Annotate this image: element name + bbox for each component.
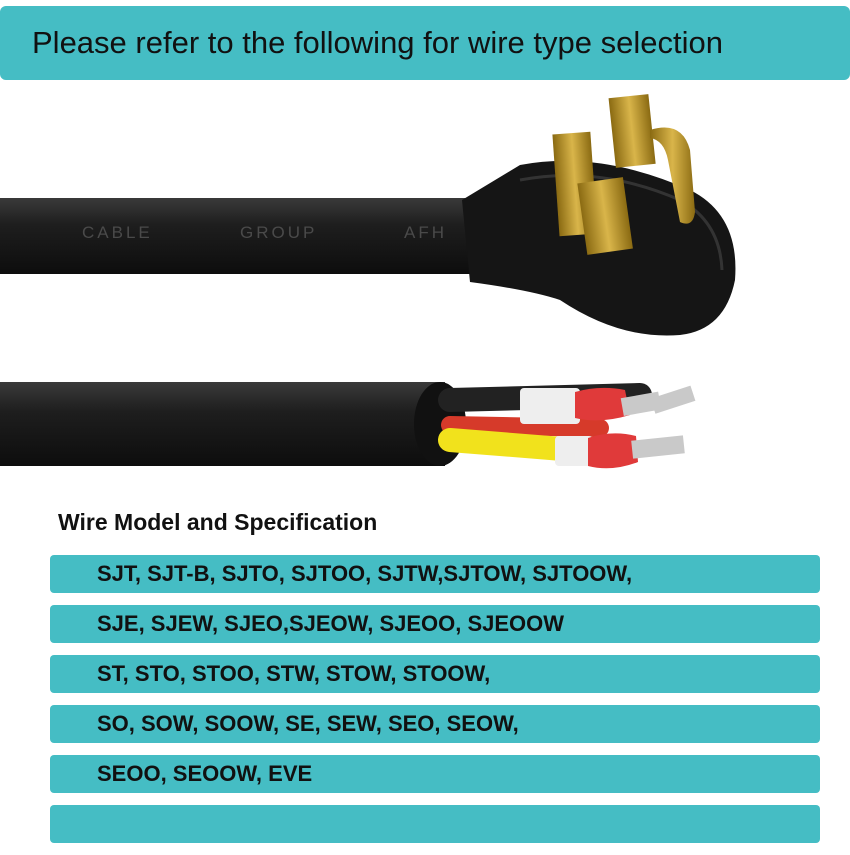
spec-list: SJT, SJT-B, SJTO, SJTOO, SJTW,SJTOW, SJT… xyxy=(50,555,820,855)
spec-row xyxy=(50,805,820,843)
title-banner: Please refer to the following for wire t… xyxy=(0,6,850,80)
product-photo: CABLE GROUP AFH xyxy=(0,94,736,469)
spec-row: SEOO, SEOOW, EVE xyxy=(50,755,820,793)
cable-print-2: GROUP xyxy=(240,223,317,242)
spec-heading: Wire Model and Specification xyxy=(58,509,378,535)
spec-row: SO, SOW, SOOW, SE, SEW, SEO, SEOW, xyxy=(50,705,820,743)
spec-row: ST, STO, STOO, STW, STOW, STOOW, xyxy=(50,655,820,693)
spec-row: SJE, SJEW, SJEO,SJEOW, SJEOO, SJEOOW xyxy=(50,605,820,643)
power-plug-icon: CABLE GROUP AFH xyxy=(0,94,736,336)
cable-print-1: CABLE xyxy=(82,223,153,242)
cable-print-3: AFH xyxy=(404,223,447,242)
spec-row: SJT, SJT-B, SJTO, SJTOO, SJTW,SJTOW, SJT… xyxy=(50,555,820,593)
stripped-cable-icon xyxy=(0,382,696,469)
banner-title: Please refer to the following for wire t… xyxy=(32,25,723,60)
